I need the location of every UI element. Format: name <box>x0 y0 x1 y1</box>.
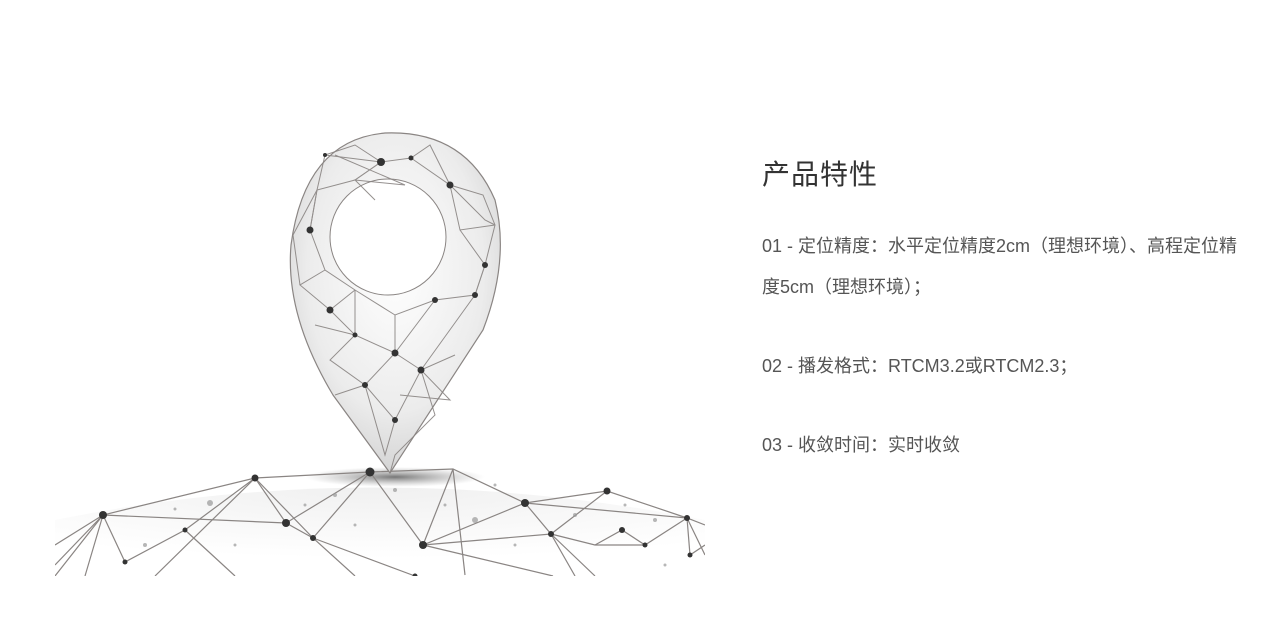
feature-item-accuracy: 01 - 定位精度：水平定位精度2cm（理想环境）、高程定位精度5cm（理想环境… <box>762 236 1238 297</box>
features-title: 产品特性 <box>762 159 879 190</box>
location-pin-globe-illustration <box>54 125 706 579</box>
features-list: 01 - 定位精度：水平定位精度2cm（理想环境）、高程定位精度5cm（理想环境… <box>762 226 1242 466</box>
product-features-section: 产品特性 01 - 定位精度：水平定位精度2cm（理想环境）、高程定位精度5cm… <box>762 155 1242 466</box>
feature-item-format: 02 - 播发格式：RTCM3.2或RTCM2.3； <box>762 356 1078 376</box>
map-pin-icon <box>54 132 706 579</box>
feature-item-convergence: 03 - 收敛时间：实时收敛 <box>762 435 961 455</box>
